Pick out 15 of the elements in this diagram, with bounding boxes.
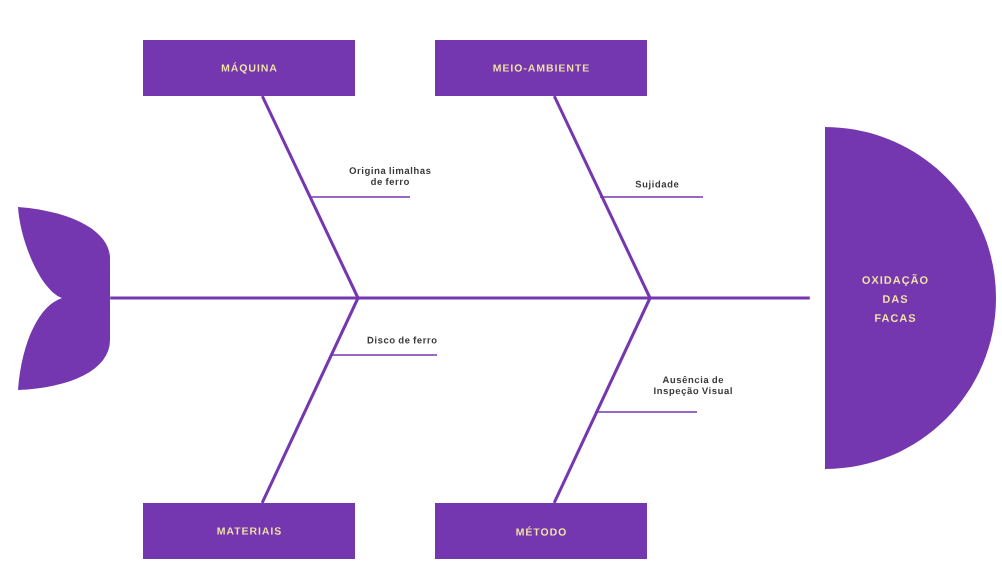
fish-head: OXIDAÇÃO DAS FACAS <box>825 127 996 469</box>
bone-line <box>260 297 360 504</box>
category-box: MEIO-AMBIENTE <box>435 40 647 96</box>
category-box: MÉTODO <box>435 503 647 559</box>
category-box: MÁQUINA <box>143 40 355 96</box>
cause-label: Ausência de Inspeção Visual <box>594 375 732 413</box>
bone-line <box>552 95 652 299</box>
category-box: MATERIAIS <box>143 503 355 559</box>
spine-line <box>110 296 810 300</box>
fish-tail <box>18 207 110 390</box>
cause-label: Origina limalhas de ferro <box>309 167 431 198</box>
cause-label: Sujidade <box>599 180 704 198</box>
bone-line <box>260 95 360 299</box>
cause-label: Disco de ferro <box>329 336 438 356</box>
bone-line <box>552 297 652 504</box>
